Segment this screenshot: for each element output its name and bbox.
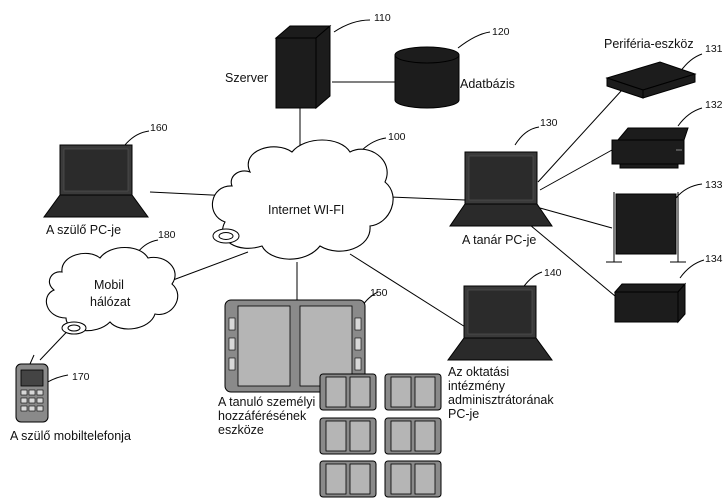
admin-pc-label-4: PC-je — [448, 407, 479, 421]
mobile-network-label-2: hálózat — [90, 295, 131, 309]
admin-pc-label-1: Az oktatási — [448, 365, 509, 379]
projector-screen-icon — [606, 192, 686, 263]
leader-170 — [45, 374, 69, 384]
parent-laptop-icon — [43, 144, 149, 218]
mobile-network-cloud-icon — [45, 246, 179, 332]
link-teacher-p131 — [537, 89, 623, 183]
teacher-pc-ref: 130 — [540, 117, 558, 129]
server-ref: 110 — [374, 12, 391, 24]
link-teacher-p133 — [539, 207, 613, 229]
leader-132 — [677, 107, 703, 127]
small-tablet-icon — [319, 460, 377, 498]
peripheral-134-ref: 134 — [705, 253, 723, 265]
link-teacher-p132 — [539, 149, 613, 191]
teacher-laptop-icon — [449, 151, 553, 227]
small-tablet-icon — [384, 417, 442, 455]
internet-label: Internet WI-FI — [268, 203, 344, 217]
mobile-antenna-icon — [61, 321, 87, 335]
database-icon — [394, 46, 460, 109]
link-internet-adminpc — [349, 253, 471, 331]
printer-icon — [611, 127, 689, 169]
parent-phone-ref: 170 — [72, 371, 90, 383]
leader-180 — [137, 239, 159, 253]
device-box-icon — [613, 282, 687, 324]
leader-130 — [514, 126, 540, 146]
student-device-label-3: eszköze — [218, 423, 264, 437]
leader-160 — [124, 130, 150, 146]
admin-pc-label-2: intézmény — [448, 379, 506, 393]
small-tablet-icon — [384, 460, 442, 498]
leader-133 — [675, 183, 703, 199]
student-tablets-grid — [319, 373, 442, 498]
mobile-network-ref: 180 — [158, 229, 176, 241]
small-tablet-icon — [384, 373, 442, 411]
peripheral-132-ref: 132 — [705, 99, 723, 111]
internet-cloud-icon — [211, 139, 394, 260]
parent-pc-label: A szülő PC-je — [46, 223, 121, 237]
student-device-ref: 150 — [370, 287, 388, 299]
server-label: Szerver — [225, 71, 268, 85]
database-ref: 120 — [492, 26, 510, 38]
wifi-antenna-icon — [212, 228, 240, 244]
parent-phone-label: A szülő mobiltelefonja — [10, 429, 131, 443]
link-internet-mobile — [164, 251, 249, 284]
database-label: Adatbázis — [460, 77, 515, 91]
teacher-pc-label: A tanár PC-je — [462, 233, 536, 247]
parent-pc-ref: 160 — [150, 122, 168, 134]
peripheral-131-ref: 131 — [705, 43, 723, 55]
link-teacher-p134 — [529, 224, 616, 297]
small-tablet-icon — [319, 373, 377, 411]
scanner-icon — [605, 61, 697, 99]
peripheral-label: Periféria-eszköz — [604, 37, 694, 51]
mobile-phone-icon — [15, 354, 49, 423]
admin-laptop-icon — [447, 285, 553, 361]
student-device-label-2: hozzáférésének — [218, 409, 307, 423]
admin-pc-ref: 140 — [544, 267, 562, 279]
student-device-label-1: A tanuló személyi — [218, 395, 315, 409]
mobile-network-label-1: Mobil — [94, 278, 124, 292]
server-icon — [274, 24, 332, 110]
leader-110 — [333, 19, 371, 33]
leader-134 — [679, 259, 705, 279]
leader-131 — [679, 53, 703, 73]
connections — [39, 19, 705, 384]
internet-ref: 100 — [388, 131, 406, 143]
admin-pc-label-3: adminisztrátorának — [448, 393, 554, 407]
peripheral-133-ref: 133 — [705, 179, 723, 191]
small-tablet-icon — [319, 417, 377, 455]
leader-120 — [457, 31, 491, 49]
link-internet-teacherpc — [389, 196, 466, 201]
